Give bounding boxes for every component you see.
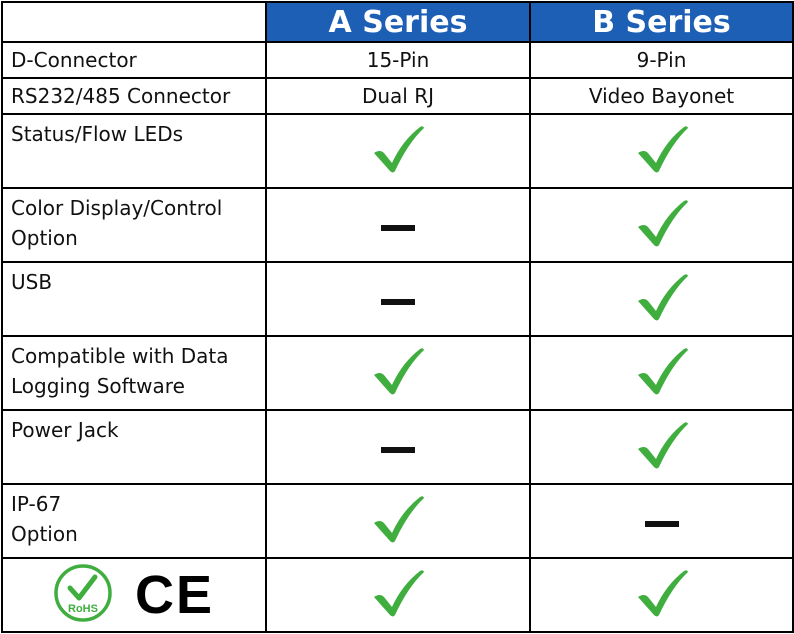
ce-mark-label: CE: [135, 565, 213, 624]
checkmark-icon: [634, 419, 690, 471]
dash-icon: [644, 520, 679, 527]
dash-icon: [381, 446, 415, 453]
table-row: USB: [1, 261, 794, 337]
rohs-icon: RoHS: [54, 564, 112, 622]
dash-icon: [381, 298, 415, 305]
b-series-mark: [529, 261, 794, 337]
checkmark-icon: [634, 123, 690, 175]
b-series-mark: [529, 483, 794, 559]
feature-label-line: IP-67: [11, 492, 62, 516]
a-series-mark: [265, 113, 531, 189]
a-series-mark: [265, 409, 531, 485]
table-row: RoHS CE: [1, 557, 794, 633]
a-series-value: Dual RJ: [265, 77, 531, 115]
b-series-mark: [529, 187, 794, 263]
checkmark-icon: [634, 567, 690, 619]
a-series-mark: [265, 261, 531, 337]
table-row: RS232/485 Connector Dual RJ Video Bayone…: [1, 77, 794, 115]
feature-label: D-Connector: [1, 41, 267, 79]
table-row: Power Jack: [1, 409, 794, 485]
rohs-label: RoHS: [68, 603, 98, 615]
table-row: Compatible with Data Logging Software: [1, 335, 794, 411]
ce-mark-icon: CE: [135, 565, 213, 625]
feature-label: IP-67 Option: [1, 483, 267, 559]
a-series-mark: [265, 335, 531, 411]
a-series-mark: [265, 483, 531, 559]
checkmark-icon: [370, 345, 426, 397]
feature-label-line: Logging Software: [11, 374, 185, 398]
feature-label: Color Display/Control Option: [1, 187, 267, 263]
dash-icon: [381, 224, 415, 231]
checkmark-icon: [370, 493, 426, 545]
b-series-value: 9-Pin: [529, 41, 794, 79]
feature-label: RS232/485 Connector: [1, 77, 267, 115]
checkmark-icon: [634, 271, 690, 323]
b-series-value: Video Bayonet: [529, 77, 794, 115]
checkmark-icon: [370, 123, 426, 175]
table-row: Color Display/Control Option: [1, 187, 794, 263]
table-row: D-Connector 15-Pin 9-Pin: [1, 41, 794, 79]
checkmark-icon: [370, 567, 426, 619]
a-series-mark: [265, 187, 531, 263]
b-series-mark: [529, 557, 794, 633]
a-series-mark: [265, 557, 531, 633]
feature-label-line: Option: [11, 522, 78, 546]
feature-label: USB: [1, 261, 267, 337]
b-series-mark: [529, 409, 794, 485]
header-blank-cell: [1, 1, 267, 43]
b-series-mark: [529, 335, 794, 411]
feature-label: Compatible with Data Logging Software: [1, 335, 267, 411]
table-row: Status/Flow LEDs: [1, 113, 794, 189]
header-b-series: B Series: [529, 1, 794, 43]
feature-label: Power Jack: [1, 409, 267, 485]
table-row: IP-67 Option: [1, 483, 794, 559]
b-series-mark: [529, 113, 794, 189]
feature-label-line: Option: [11, 226, 78, 250]
checkmark-icon: [634, 197, 690, 249]
feature-label: Status/Flow LEDs: [1, 113, 267, 189]
certification-logos-svg: RoHS CE: [54, 564, 213, 625]
certification-logos: RoHS CE: [1, 557, 267, 633]
header-a-series: A Series: [265, 1, 531, 43]
checkmark-icon: [634, 345, 690, 397]
a-series-value: 15-Pin: [265, 41, 531, 79]
header-row: A Series B Series: [1, 1, 794, 43]
feature-label-line: Color Display/Control: [11, 196, 223, 220]
feature-label-line: Compatible with Data: [11, 344, 229, 368]
